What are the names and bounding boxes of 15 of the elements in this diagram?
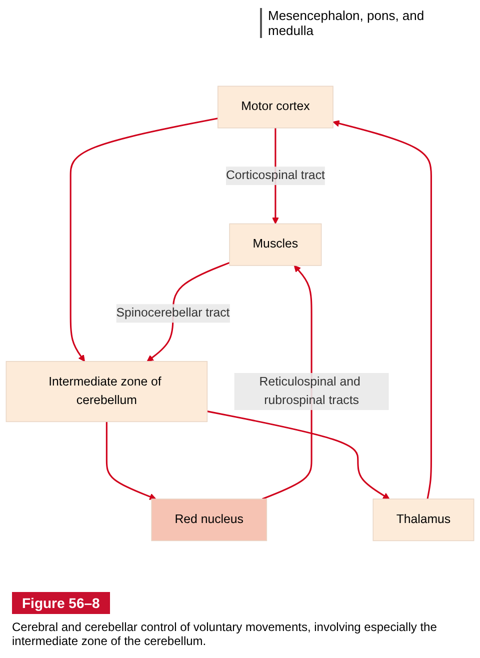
node-box: Intermediate zone of cerebellum	[6, 360, 208, 422]
arrow	[207, 410, 390, 499]
node-box: Red nucleus	[151, 498, 268, 541]
node-box: Muscles	[229, 222, 322, 266]
node-box: Thalamus	[372, 498, 474, 541]
arrow	[106, 421, 156, 500]
edge-label: Reticulospinal and rubrospinal tracts	[259, 374, 360, 407]
edge-label: Corticospinal tract	[226, 168, 325, 182]
figure-caption: Cerebral and cerebellar control of voluntary movements, involving especially the intermediate zone of the cerebellum.	[12, 620, 438, 648]
bracket-note: Mesencephalon, pons, and medulla	[260, 8, 468, 38]
arrow	[332, 120, 432, 499]
arrow	[70, 117, 218, 362]
node-box: Motor cortex	[218, 85, 334, 128]
figure-title: Figure 56–8	[12, 592, 110, 614]
edge-label: Spinocerebellar tract	[116, 306, 230, 320]
